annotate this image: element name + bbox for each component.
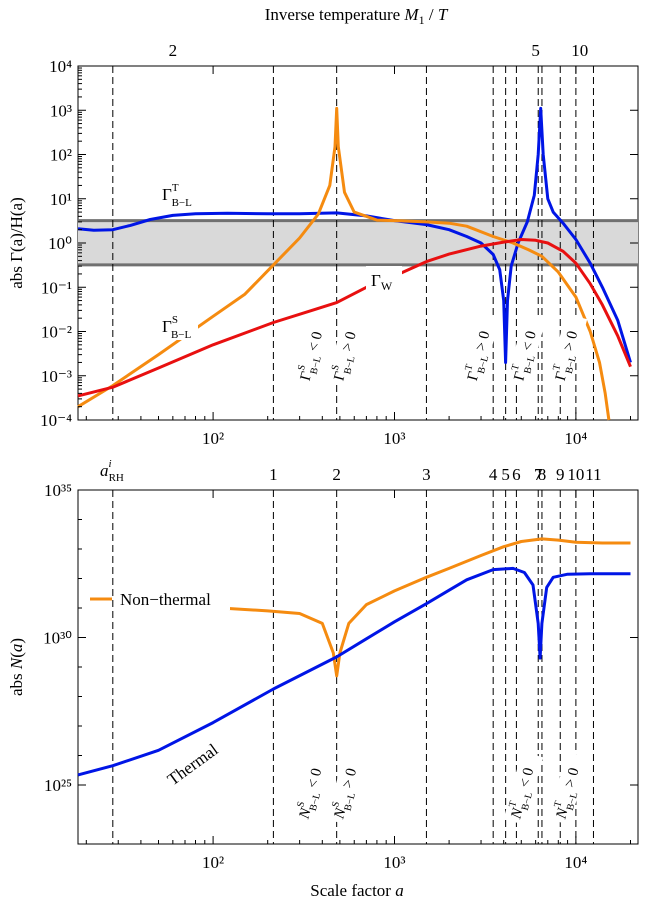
vline-number-2: 3 [422, 465, 431, 484]
plot-frame-bottom [77, 489, 639, 845]
vline-number-6: 7 [534, 465, 543, 484]
y-tick-label-0: 10²⁵ [44, 776, 72, 795]
top-tick-label-0: 2 [169, 41, 178, 60]
vline-number-3: 4 [489, 465, 498, 484]
top-tick-label-2: 10 [571, 41, 588, 60]
y-tick-label-6: 10² [50, 146, 72, 165]
x-tick-label-2: 10⁴ [564, 429, 587, 448]
ticks-bottom: 10² 10³ 10⁴ 10²⁵ 10³⁰ 10³⁵ [43, 481, 638, 872]
y-tick-label-1: 10³⁰ [43, 629, 72, 648]
y-axis-label-bottom: abs N(a) [7, 638, 26, 696]
svg-text:ΓTB−L > 0: ΓTB−L > 0 [461, 328, 497, 383]
top-axis-ticks: 2 5 10 [169, 41, 589, 60]
vline-number-9: 10 [567, 465, 584, 484]
vline-annotation-1: ΓSB−L > 0 [326, 313, 366, 387]
x-axis-label: Scale factor a [310, 881, 403, 900]
y-axis-label-top: abs Γ(a)/H(a) [7, 197, 26, 288]
x-tick-label-0: 10² [202, 429, 224, 448]
svg-text:ΓTB−L: ΓTB−L [162, 182, 192, 209]
y-tick-label-0: 10⁻⁴ [40, 411, 72, 430]
vline-number-7: 8 [538, 465, 547, 484]
x-tick-label-1: 10³ [383, 853, 405, 872]
label-gamma-W: ΓW [366, 266, 402, 293]
svg-text:ΓTB−L > 0: ΓTB−L > 0 [549, 328, 585, 383]
series-line-0 [220, 537, 631, 678]
x-tick-label-2: 10⁴ [564, 853, 587, 872]
svg-text:NSB−L > 0: NSB−L > 0 [327, 766, 364, 823]
series-line-2 [77, 238, 632, 398]
y-tick-label-3: 10⁻¹ [41, 278, 72, 297]
vline-annotation-1: NSB−L > 0 [326, 751, 366, 825]
svg-text:ΓSB−L: ΓSB−L [162, 314, 191, 341]
vline-number-1: 2 [332, 465, 341, 484]
svg-text:ΓSB−L < 0: ΓSB−L < 0 [294, 329, 330, 384]
vlines-top [112, 66, 594, 420]
vline-annotation-3: NTB−L > 0 [548, 751, 589, 825]
x-tick-label-1: 10³ [383, 429, 405, 448]
vline-annotation-4: ΓTB−L > 0 [547, 313, 588, 387]
y-tick-label-2: 10³⁵ [44, 481, 72, 500]
svg-text:NTB−L > 0: NTB−L > 0 [549, 765, 586, 822]
vline-annotation-3: ΓTB−L < 0 [506, 313, 546, 387]
top-axis-title: Inverse temperature M1 / T [265, 5, 449, 27]
vline-number-4: 5 [501, 465, 510, 484]
y-tick-label-5: 10¹ [50, 190, 72, 209]
rate-band [78, 220, 638, 265]
series-bottom [77, 537, 631, 777]
vline-annotation-0: ΓSB−L < 0 [292, 313, 333, 387]
svg-text:NTB−L < 0: NTB−L < 0 [504, 765, 541, 822]
vline-annotation-0: NSB−L < 0 [291, 751, 332, 825]
vline-annotation-2: NTB−L < 0 [503, 751, 543, 825]
vline-number-10: 11 [585, 465, 601, 484]
series-line-1 [77, 106, 611, 421]
series-top [77, 106, 632, 421]
top-panel: Inverse temperature M1 / T 10² 10³ 10⁴ 10⁻⁴… [7, 5, 639, 448]
label-non-thermal: Non−thermal [90, 588, 230, 610]
series-line-0 [77, 106, 632, 364]
svg-text:Thermal: Thermal [164, 740, 222, 789]
ticks-top: 10² 10³ 10⁴ 10⁻⁴ 10⁻³ 10⁻² 10⁻¹ 10⁰ 10¹ 10² 10³ 10⁴ [40, 57, 638, 448]
series-line-1 [77, 566, 631, 777]
svg-text:NSB−L < 0: NSB−L < 0 [292, 766, 329, 823]
vline-number-0: 1 [269, 465, 278, 484]
vline-number-5: 6 [512, 465, 521, 484]
y-tick-label-7: 10³ [50, 101, 72, 120]
top-tick-label-1: 5 [531, 41, 540, 60]
svg-text:ΓSB−L > 0: ΓSB−L > 0 [328, 329, 364, 384]
y-tick-label-2: 10⁻² [41, 323, 72, 342]
y-tick-label-4: 10⁰ [48, 234, 72, 253]
y-tick-label-8: 10⁴ [49, 57, 72, 76]
vline-annotation-2: ΓTB−L > 0 [460, 313, 500, 387]
vline-number-8: 9 [556, 465, 565, 484]
svg-text:Non−thermal: Non−thermal [120, 590, 211, 609]
y-tick-label-1: 10⁻³ [41, 367, 72, 386]
x-tick-label-0: 10² [202, 853, 224, 872]
svg-text:ΓTB−L < 0: ΓTB−L < 0 [508, 328, 544, 383]
svg-text:ΓW: ΓW [371, 271, 393, 293]
